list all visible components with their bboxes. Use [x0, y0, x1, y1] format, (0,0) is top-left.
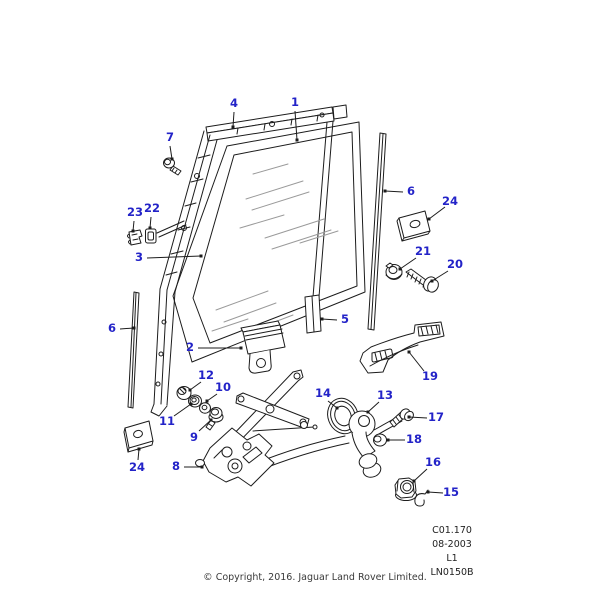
callout-13[interactable]: 13 [376, 388, 394, 403]
drawing-revision: L1 [446, 553, 458, 564]
callout-10[interactable]: 10 [214, 380, 232, 395]
callout-3[interactable]: 3 [134, 250, 144, 265]
screw-7 [163, 157, 182, 176]
callout-12[interactable]: 12 [197, 368, 215, 383]
pad-24-left [123, 420, 154, 453]
washer-11 [188, 394, 202, 408]
cap-18 [373, 433, 387, 447]
callout-16[interactable]: 16 [424, 455, 442, 470]
nut-21 [385, 262, 403, 280]
callout-19[interactable]: 19 [421, 369, 439, 384]
callout-8[interactable]: 8 [171, 459, 181, 474]
door-glass [192, 131, 358, 344]
callout-7[interactable]: 7 [165, 130, 175, 145]
drawing-sheet-code: LN0150B [430, 567, 474, 578]
callout-22[interactable]: 22 [143, 201, 161, 216]
callout-20[interactable]: 20 [446, 257, 464, 272]
crank-handle-13 [348, 410, 382, 478]
clip-mount-lines [156, 220, 187, 238]
callout-6[interactable]: 6 [406, 184, 416, 199]
callout-18[interactable]: 18 [405, 432, 423, 447]
bracket-19 [359, 321, 445, 374]
drawing-date: 08-2003 [432, 539, 472, 550]
glass-reflection-streaks [211, 163, 339, 335]
run-channel-left [127, 291, 140, 409]
frame-top-rail [205, 104, 348, 142]
callout-4[interactable]: 4 [229, 96, 239, 111]
callout-24[interactable]: 24 [128, 460, 146, 475]
callout-21[interactable]: 21 [414, 244, 432, 259]
callout-6[interactable]: 6 [107, 321, 117, 336]
window-frame-rear-leg [312, 120, 334, 298]
frame-front-leg [150, 130, 218, 417]
callout-1[interactable]: 1 [290, 95, 300, 110]
glass-bracket-2 [240, 320, 286, 374]
copyright-notice: © Copyright, 2016. Jaguar Land Rover Lim… [203, 572, 427, 583]
callout-11[interactable]: 11 [158, 414, 176, 429]
callout-2[interactable]: 2 [185, 340, 195, 355]
callout-23[interactable]: 23 [126, 205, 144, 220]
drawing-code-block: C01.170 08-2003 L1 LN0150B [418, 524, 486, 580]
callout-14[interactable]: 14 [314, 386, 332, 401]
pad-24-right [396, 210, 431, 242]
cap-nut-12 [176, 386, 192, 400]
callout-17[interactable]: 17 [427, 410, 445, 425]
washer-10 [199, 402, 211, 414]
callout-15[interactable]: 15 [442, 485, 460, 500]
callout-24[interactable]: 24 [441, 194, 459, 209]
run-channel-right [367, 132, 387, 331]
clip-23 [127, 229, 143, 246]
window-regulator-8 [195, 369, 350, 487]
callout-5[interactable]: 5 [340, 312, 350, 327]
drawing-number: C01.170 [432, 525, 472, 536]
nut-16 [394, 477, 417, 501]
callout-9[interactable]: 9 [189, 430, 199, 445]
glass-bottom-channel [304, 294, 322, 334]
